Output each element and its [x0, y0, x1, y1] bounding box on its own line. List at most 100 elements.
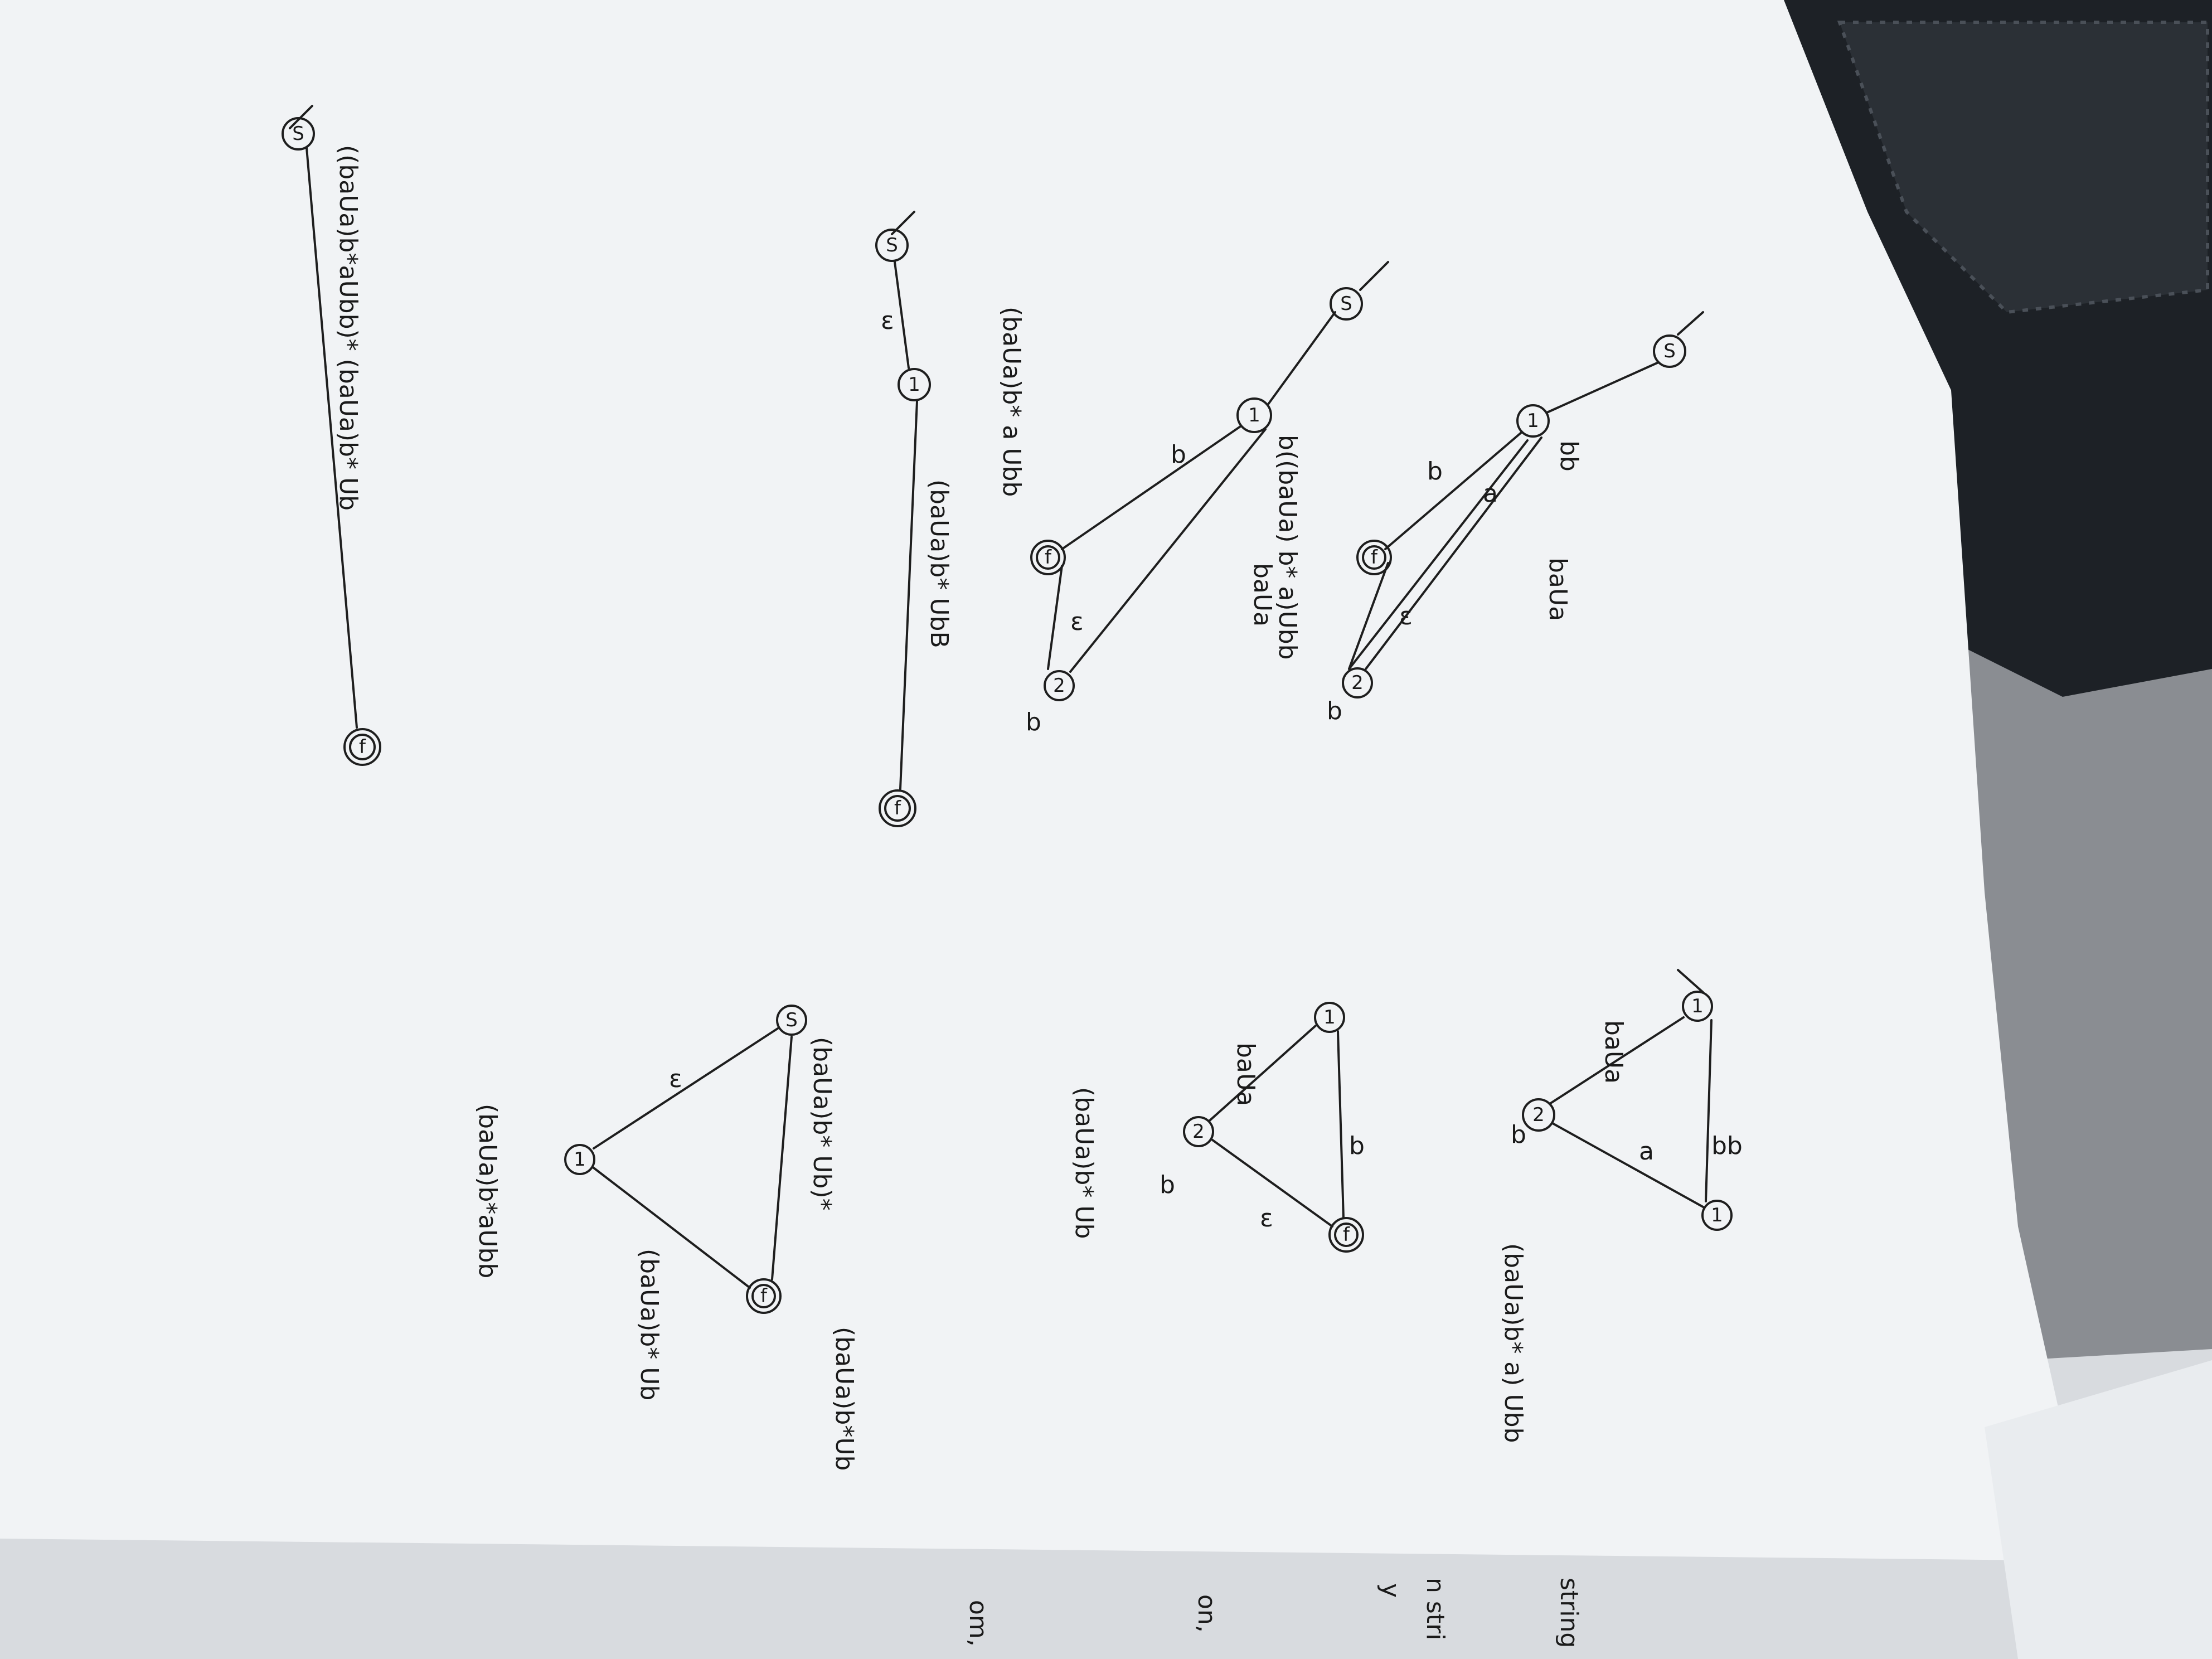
- label-loop-b: b: [1511, 1120, 1526, 1149]
- label-baua: baUa: [1544, 557, 1572, 621]
- diagram-1: 1 1 2 bb a baUa b (baUa)b* a) Ubb: [1499, 969, 1743, 1443]
- underlying-page: [1985, 1360, 2212, 1659]
- edge-b: [1384, 431, 1523, 550]
- margin-text-1: string: [1555, 1578, 1583, 1648]
- paper-sheet: [0, 0, 2090, 1561]
- state-f: [879, 789, 916, 827]
- edge-eps: [1047, 565, 1063, 670]
- state-2-label: 2: [1351, 672, 1364, 694]
- label-top2: (baUa)b*Ub: [830, 1327, 858, 1471]
- state-s: [1653, 334, 1686, 368]
- state-f-inner: [349, 734, 376, 760]
- knit-pattern: [1837, 21, 2209, 314]
- diagram-6: S 1 f ε (baUa)b* UbB (baUa)b* a Ubb: [875, 211, 1026, 827]
- state-1b-label: 1: [1711, 1204, 1723, 1226]
- label-b: b: [1427, 457, 1443, 486]
- state-1: [564, 1144, 595, 1175]
- state-1: [1236, 397, 1272, 433]
- state-s-label: S: [292, 123, 304, 145]
- label-bb: bb: [1555, 440, 1583, 472]
- state-2-label: 2: [1532, 1104, 1545, 1126]
- edge-eps: [593, 1027, 779, 1149]
- state-s-label: S: [886, 234, 898, 256]
- label-bottom: (baUa)b* Ub: [635, 1249, 663, 1400]
- start-arrow: [1359, 261, 1389, 291]
- edge-start: [1267, 311, 1336, 405]
- edge-top: [771, 1036, 793, 1280]
- expression-1: (baUa)b* a) Ubb: [1499, 1243, 1527, 1443]
- state-2: [1183, 1116, 1214, 1147]
- edge-main: [899, 400, 918, 790]
- edge-baua: [1069, 428, 1267, 673]
- state-f: [343, 728, 381, 766]
- label-b: b: [1171, 440, 1186, 469]
- label-baua: baUa: [1231, 1042, 1260, 1106]
- diagram-4: S 1 f 2 b a baUa bb b ε: [1327, 311, 1704, 725]
- diagram-5: S 1 f 2 b baUa b ε b((baUa) b* a)Ubb: [1026, 261, 1389, 736]
- state-s-label: S: [785, 1009, 798, 1031]
- diagram-7: S f ((baUa)b*aUbb)* (baUa)b* Ub: [282, 105, 381, 766]
- diagram-2: 1 2 f baUa b b ε (baUa)b* Ub: [1070, 1002, 1365, 1253]
- state-f: [746, 1278, 782, 1314]
- label-loop-b: b: [1160, 1171, 1175, 1199]
- edge-eps: [1348, 562, 1389, 670]
- label-top: (baUa)b* Ub)*: [808, 1037, 836, 1211]
- edge-bottom: [593, 1167, 751, 1289]
- edge-eps: [1211, 1139, 1333, 1228]
- edge-baua: [1209, 1025, 1317, 1122]
- expression-3: (baUa)b*aUbb: [473, 1104, 502, 1278]
- diagram-3: S 1 f ε (baUa)b* Ub)* (baUa)b*Ub (baUa)b…: [473, 1005, 858, 1471]
- state-1: [898, 368, 931, 401]
- state-f: [1328, 1217, 1364, 1253]
- label-eps: ε: [1260, 1204, 1273, 1233]
- label-expr: (baUa)b* UbB: [925, 479, 953, 648]
- label-loop-b: b: [1327, 697, 1342, 725]
- margin-text-2: n stri: [1421, 1578, 1449, 1640]
- state-f-label: f: [1343, 1224, 1350, 1246]
- label-eps: ε: [1399, 602, 1413, 630]
- edge-baua: [1365, 436, 1542, 670]
- state-f-label: f: [760, 1285, 768, 1307]
- state-f-inner: [751, 1284, 776, 1308]
- label-b: b: [1349, 1132, 1365, 1160]
- state-1b: [1701, 1200, 1733, 1231]
- state-s: [875, 229, 909, 262]
- state-1-label: 1: [1248, 404, 1260, 426]
- expression-2: (baUa)b* Ub: [1070, 1087, 1098, 1239]
- start-arrow: [1677, 311, 1704, 336]
- state-1-label: 1: [1691, 995, 1704, 1017]
- margin-text-5: om,: [964, 1600, 992, 1647]
- state-f-label: f: [894, 797, 901, 819]
- label-a: a: [1483, 479, 1498, 508]
- state-f-label: f: [359, 736, 366, 758]
- label-loop-b: b: [1026, 708, 1041, 736]
- label-top: (baUa)b* a Ubb: [997, 307, 1026, 497]
- label-eps: ε: [881, 307, 894, 335]
- state-f-inner: [884, 795, 911, 822]
- state-1-label: 1: [1527, 410, 1539, 432]
- state-f: [1356, 540, 1392, 575]
- start-arrow: [1677, 969, 1704, 993]
- state-s: [1330, 287, 1363, 321]
- edge-b: [1061, 425, 1241, 550]
- label-baua: baUa: [1599, 1020, 1628, 1084]
- edge-main: [305, 147, 358, 729]
- margin-text-3: y: [1376, 1583, 1405, 1598]
- state-f-inner: [1334, 1223, 1359, 1247]
- label-eps: ε: [1070, 608, 1084, 636]
- label-bb: bb: [1711, 1132, 1743, 1160]
- edge-baua: [1549, 1016, 1685, 1105]
- state-1: [1682, 991, 1713, 1022]
- state-s: [282, 117, 315, 151]
- state-f-inner: [1036, 545, 1060, 570]
- state-1: [1314, 1002, 1345, 1033]
- edge-b: [1337, 1030, 1345, 1219]
- state-s-label: S: [1340, 293, 1352, 315]
- state-2-label: 2: [1192, 1120, 1205, 1143]
- edge-start: [1546, 361, 1660, 414]
- edge-a: [1348, 439, 1529, 670]
- edge-eps: [894, 261, 910, 369]
- label-a: a: [1639, 1137, 1654, 1166]
- label-expr: ((baUa)b*aUbb)* (baUa)b* Ub: [334, 145, 362, 511]
